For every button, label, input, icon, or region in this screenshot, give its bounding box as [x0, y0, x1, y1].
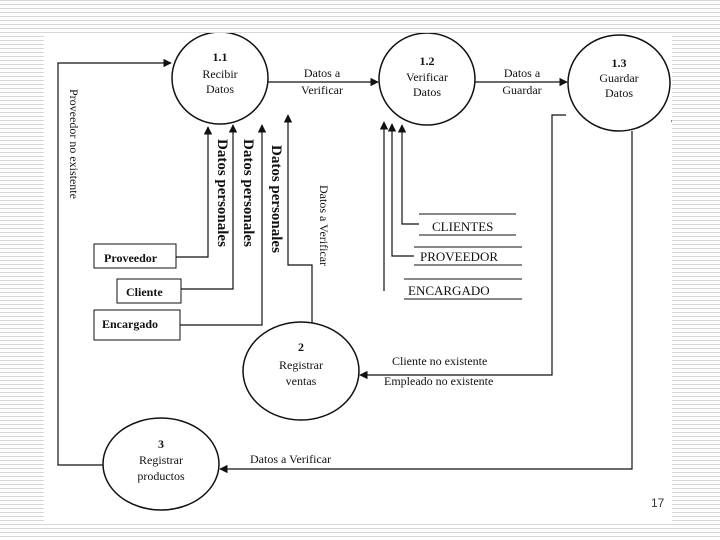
process-3-label-1: Registrar	[139, 453, 183, 467]
flow-label-datos-a-verificar-bottom: Datos a Verificar	[250, 452, 331, 466]
process-2-label-2: ventas	[286, 374, 317, 388]
process-1-3: 1.3 Guardar Datos	[567, 34, 671, 132]
process-1-1-label-2: Datos	[206, 82, 234, 96]
flow-label-datos-personales-2: Datos personales	[240, 139, 256, 247]
process-3-number: 3	[158, 437, 164, 451]
flow-label-datos-a-guardar-line1: Datos a	[504, 66, 541, 80]
process-1-1: 1.1 Recibir Datos	[171, 33, 269, 125]
flow-arrow-encargado-to-11	[180, 124, 267, 326]
flow-arrow-proveedor-to-11	[176, 126, 213, 258]
flow-label-empleado-no-existente: Empleado no existente	[384, 374, 493, 388]
flow-label-datos-a-guardar-line2: Guardar	[502, 83, 541, 97]
process-1-3-number: 1.3	[612, 56, 627, 70]
slide-number: 17	[651, 496, 665, 510]
flow-arrow-cliente-to-11	[181, 124, 238, 290]
process-1-1-label-1: Recibir	[202, 67, 237, 81]
flow-arrow-13-to-3	[219, 131, 633, 474]
entity-proveedor: Proveedor	[93, 243, 177, 269]
process-1-3-label-1: Guardar	[599, 71, 638, 85]
process-1-2-number: 1.2	[420, 54, 435, 68]
flow-arrow-clientes-to-12	[397, 124, 419, 225]
flow-arrow-proveedor-no-existente	[57, 58, 172, 466]
entity-proveedor-label: Proveedor	[104, 251, 158, 265]
store-proveedor-label: PROVEEDOR	[420, 249, 498, 264]
store-encargado: ENCARGADO	[404, 278, 522, 300]
process-1-3-label-2: Datos	[605, 86, 633, 100]
process-1-2-label-1: Verificar	[406, 70, 448, 84]
process-3-label-2: productos	[137, 469, 185, 483]
process-3: 3 Registrar productos	[102, 417, 220, 511]
flow-arrow-13-to-2	[359, 114, 566, 380]
flow-label-cliente-no-existente: Cliente no existente	[392, 354, 487, 368]
process-2: 2 Registrar ventas	[242, 321, 360, 421]
process-1-2: 1.2 Verificar Datos	[378, 33, 476, 126]
flow-label-datos-personales-3: Datos personales	[268, 145, 284, 253]
store-clientes-label: CLIENTES	[432, 219, 493, 234]
process-2-label-1: Registrar	[279, 358, 323, 372]
flow-label-datos-a-verificar-vertical: Datos a Verificar	[317, 185, 331, 266]
store-clientes: CLIENTES	[419, 213, 516, 236]
store-encargado-label: ENCARGADO	[408, 283, 490, 298]
entity-encargado: Encargado	[93, 309, 181, 341]
flow-label-datos-personales-1: Datos personales	[214, 139, 230, 247]
process-1-2-label-2: Datos	[413, 85, 441, 99]
entity-cliente: Cliente	[116, 278, 182, 304]
slide: 1.1 Recibir Datos 1.2 Verificar Datos 1.…	[44, 33, 672, 523]
process-2-number: 2	[298, 340, 304, 354]
flow-label-proveedor-no-existente: Proveedor no existente	[67, 89, 81, 199]
process-1-1-number: 1.1	[213, 50, 228, 64]
flow-arrow-2-to-11	[283, 114, 313, 323]
data-flow-diagram: 1.1 Recibir Datos 1.2 Verificar Datos 1.…	[57, 33, 672, 511]
flow-label-datos-a-verificar-line2: Verificar	[301, 83, 343, 97]
store-proveedor: PROVEEDOR	[414, 246, 522, 266]
flow-label-datos-a-verificar-line1: Datos a	[304, 66, 341, 80]
flow-arrow-proveedor-store-to-12	[387, 123, 414, 257]
entity-encargado-label: Encargado	[102, 317, 158, 331]
entity-cliente-label: Cliente	[126, 285, 163, 299]
